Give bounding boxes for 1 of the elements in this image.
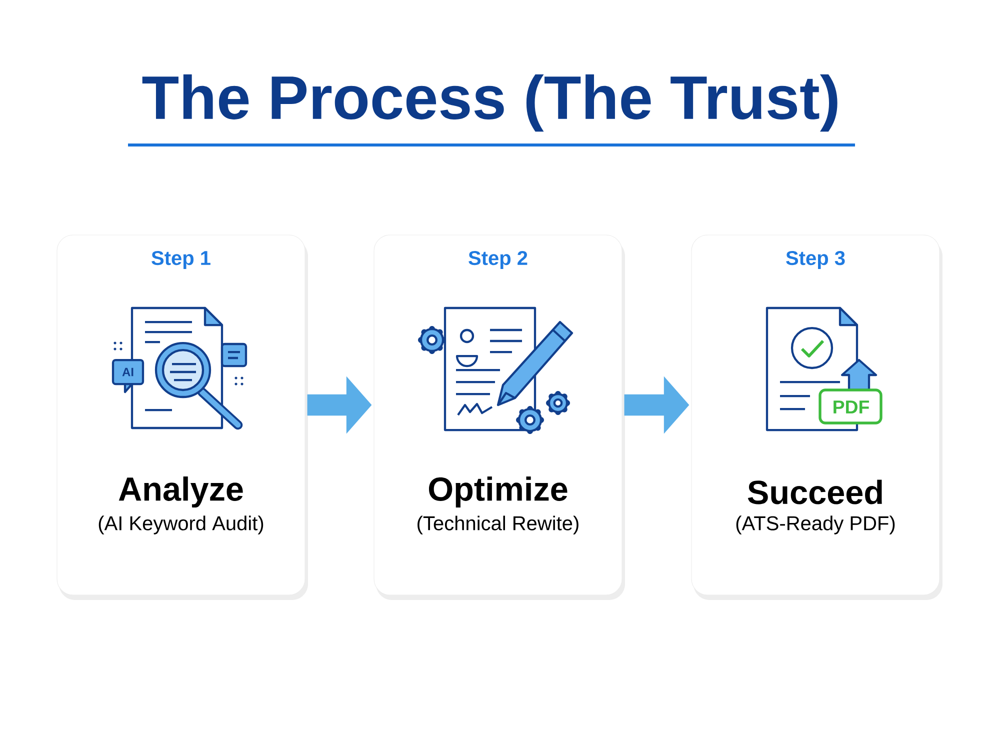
title: The Process (The Trust) (142, 74, 838, 132)
